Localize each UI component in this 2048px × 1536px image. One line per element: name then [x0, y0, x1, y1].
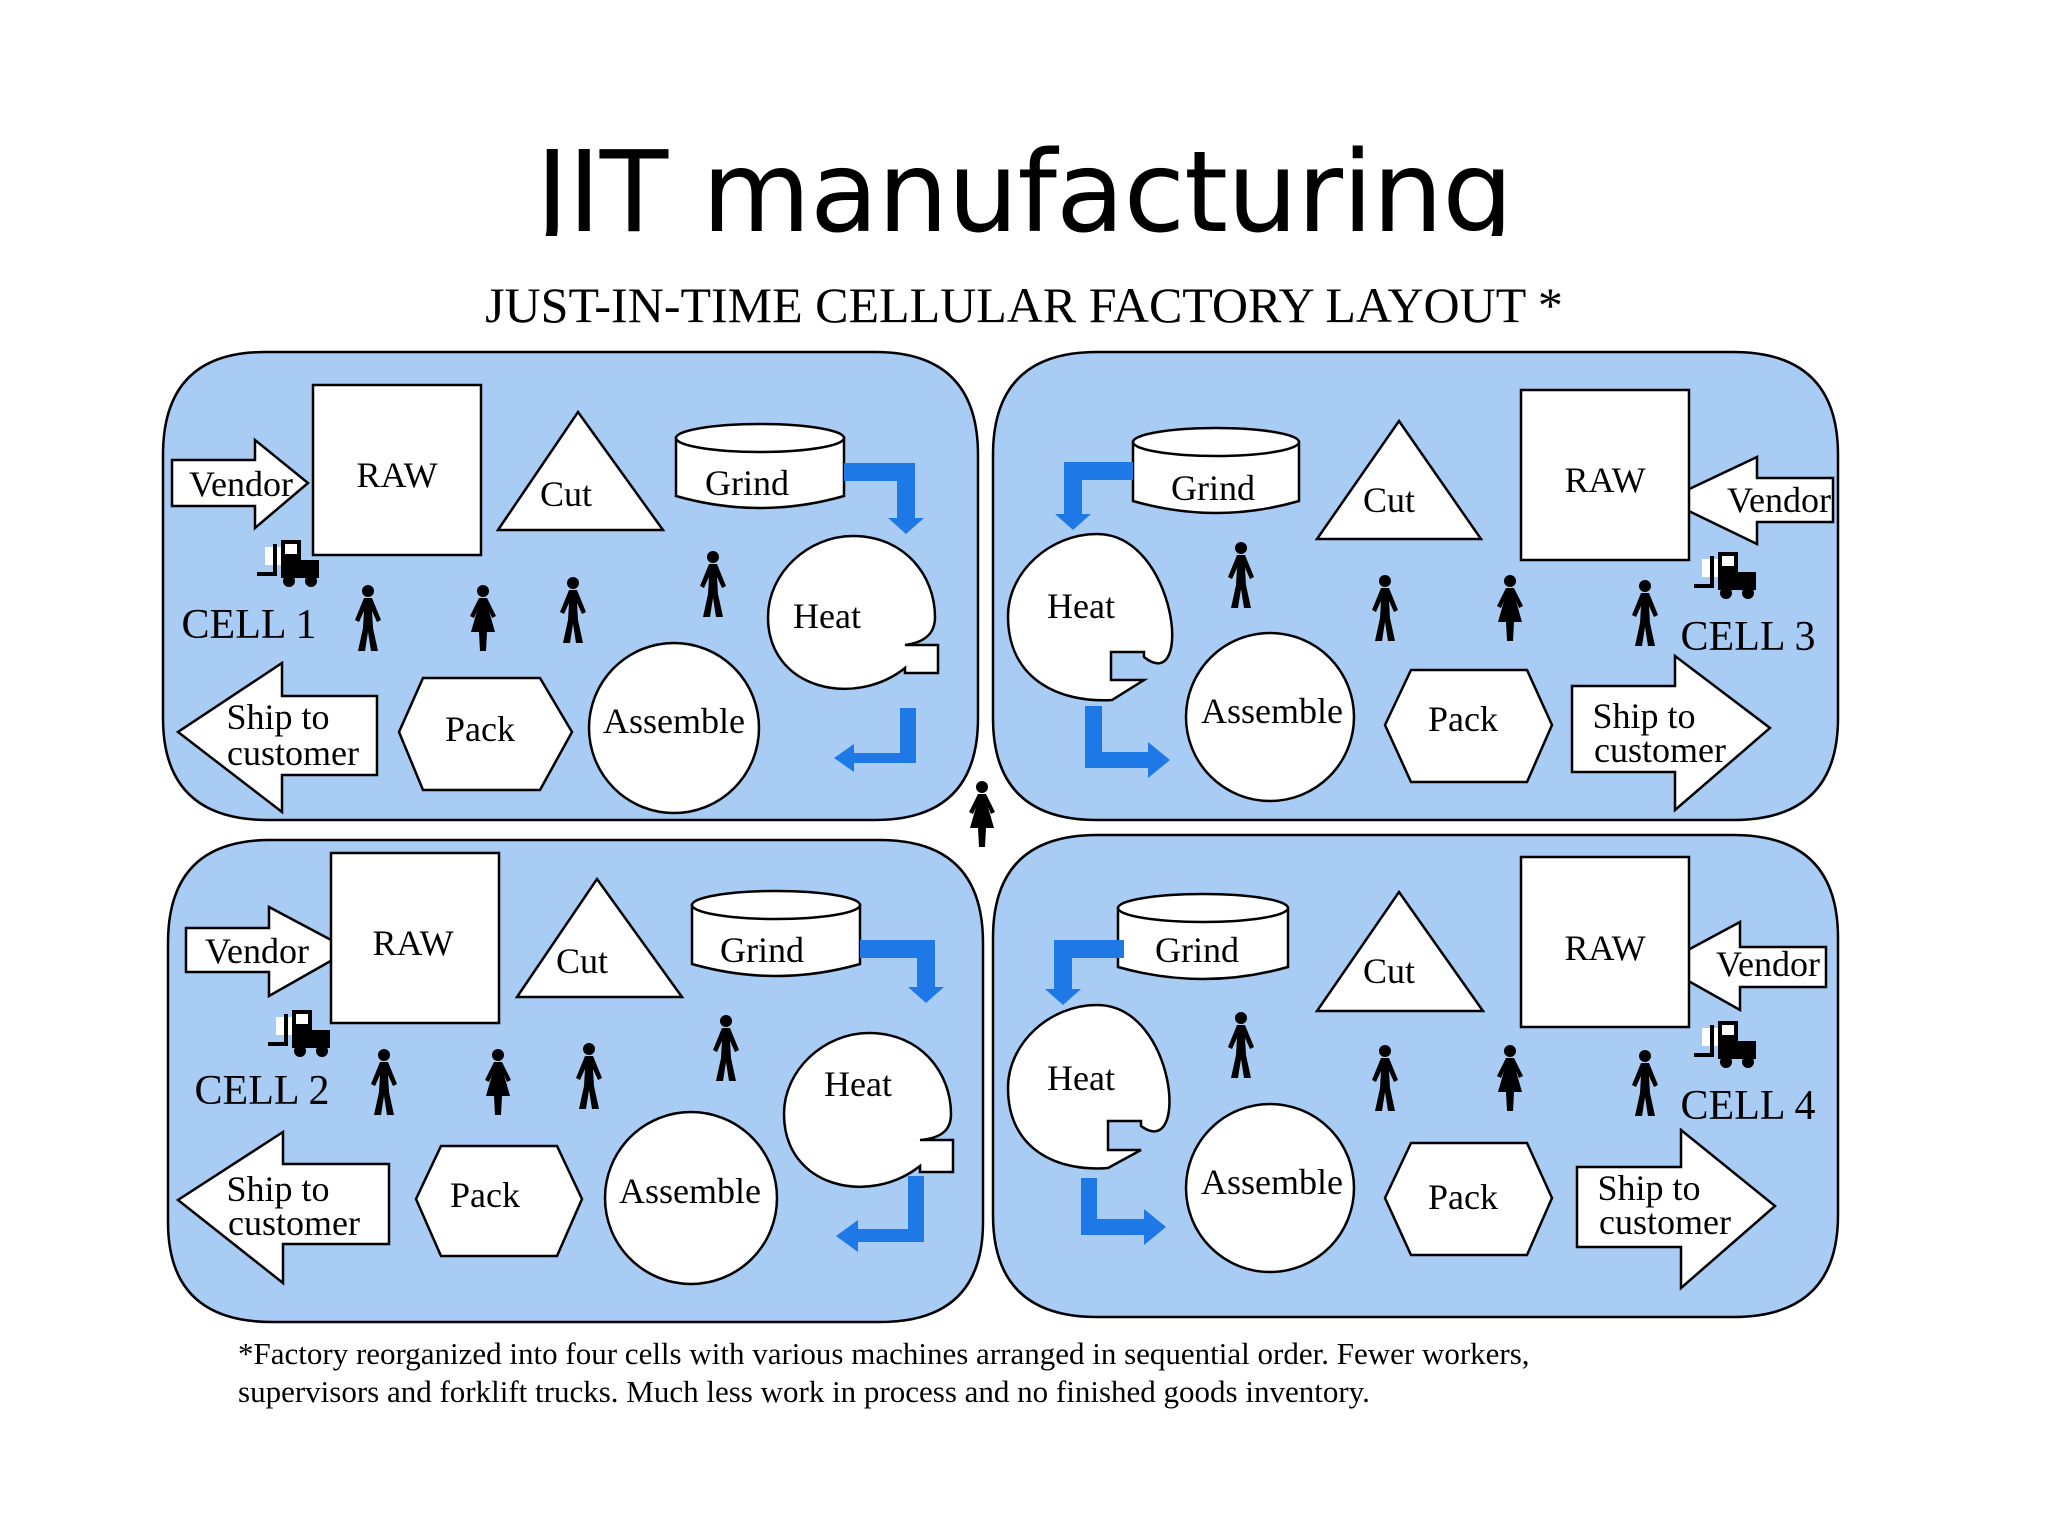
- pack-label: Pack: [1428, 1177, 1498, 1217]
- cut-triangle: [514, 876, 685, 999]
- flow-arrow-heat-assemble: [834, 708, 916, 772]
- pack-hexagon: [1383, 1141, 1554, 1257]
- worker-icon: [969, 781, 995, 847]
- flow-arrow-grind-heat: [1055, 462, 1133, 530]
- vendor-label: Vendor: [205, 931, 309, 971]
- heat-label: Heat: [1047, 586, 1115, 626]
- flow-arrow-grind-heat: [860, 940, 944, 1003]
- ship-arrow: [1570, 653, 1772, 813]
- ship-label-line1: Ship to: [226, 1169, 329, 1209]
- raw-label: RAW: [1564, 928, 1645, 968]
- cell-label: CELL 3: [1681, 614, 1816, 660]
- raw-label: RAW: [372, 923, 453, 963]
- raw-box: [311, 383, 483, 557]
- pack-label: Pack: [1428, 699, 1498, 739]
- flow-arrow-heat-assemble: [1085, 706, 1170, 778]
- slide-title: JIT manufacturing: [535, 128, 1514, 236]
- cut-label: Cut: [1363, 951, 1415, 991]
- ship-arrow: [175, 660, 379, 815]
- heat-label: Heat: [793, 596, 861, 636]
- grind-label: Grind: [1171, 468, 1255, 508]
- cell-1: [161, 350, 980, 822]
- grind-label: Grind: [720, 930, 804, 970]
- vendor-arrow: [1657, 919, 1828, 1013]
- cell-3: [991, 350, 1840, 822]
- ship-label-line1: Ship to: [1597, 1168, 1700, 1208]
- vendor-arrow: [1663, 455, 1835, 546]
- pack-hexagon: [397, 676, 574, 792]
- cell-label: CELL 1: [182, 602, 317, 648]
- ship-label-line1: Ship to: [226, 697, 329, 737]
- flow-arrow-grind-heat: [1045, 940, 1124, 1005]
- ship-label-line2: customer: [227, 733, 359, 773]
- ship-arrow: [1575, 1127, 1777, 1291]
- ship-arrow: [175, 1129, 391, 1286]
- cut-triangle: [495, 409, 666, 532]
- raw-box: [329, 851, 501, 1025]
- heat-shape: [1006, 532, 1174, 702]
- flow-arrow-heat-assemble: [1081, 1178, 1166, 1245]
- heat-shape: [1006, 1003, 1171, 1170]
- grind-top: [690, 889, 862, 921]
- grind-cylinder: [1131, 440, 1301, 515]
- vendor-label: Vendor: [1716, 944, 1820, 984]
- ship-label-line1: Ship to: [1592, 696, 1695, 736]
- raw-label: RAW: [356, 455, 437, 495]
- footnote-line-2: supervisors and forklift trucks. Much le…: [238, 1374, 1370, 1409]
- cut-triangle: [1314, 889, 1486, 1013]
- footnote-line-1: *Factory reorganized into four cells wit…: [238, 1336, 1530, 1371]
- pack-label: Pack: [445, 709, 515, 749]
- assemble-circle: [1184, 631, 1356, 803]
- heat-shape: [766, 534, 940, 690]
- pack-hexagon: [414, 1144, 584, 1258]
- cut-triangle: [1314, 418, 1484, 541]
- assemble-label: Assemble: [1201, 1162, 1343, 1202]
- ship-label-line2: customer: [1594, 730, 1726, 770]
- cell-2: [166, 838, 985, 1324]
- vendor-arrow: [184, 904, 353, 999]
- vendor-arrow: [170, 437, 310, 531]
- ship-label-line2: customer: [228, 1203, 360, 1243]
- grind-cylinder: [674, 436, 846, 510]
- assemble-label: Assemble: [619, 1171, 761, 1211]
- assemble-label: Assemble: [1201, 691, 1343, 731]
- raw-box: [1519, 855, 1691, 1029]
- grind-label: Grind: [1155, 930, 1239, 970]
- cell-4: [991, 833, 1840, 1319]
- grind-top: [1116, 892, 1290, 924]
- cut-label: Cut: [556, 941, 608, 981]
- assemble-circle: [1184, 1102, 1356, 1274]
- heat-shape: [782, 1031, 955, 1188]
- cell-label: CELL 2: [195, 1068, 330, 1114]
- vendor-label: Vendor: [1727, 480, 1831, 520]
- raw-box: [1519, 388, 1691, 562]
- grind-cylinder: [1116, 906, 1290, 981]
- assemble-circle: [603, 1110, 779, 1286]
- ship-label-line2: customer: [1599, 1202, 1731, 1242]
- cut-label: Cut: [540, 474, 592, 514]
- cut-label: Cut: [1363, 480, 1415, 520]
- vendor-label: Vendor: [189, 464, 293, 504]
- diagram-title: JUST-IN-TIME CELLULAR FACTORY LAYOUT *: [485, 277, 1563, 333]
- pack-hexagon: [1383, 668, 1554, 784]
- heat-label: Heat: [824, 1064, 892, 1104]
- assemble-circle: [587, 641, 761, 815]
- cell-label: CELL 4: [1681, 1083, 1816, 1129]
- heat-label: Heat: [1047, 1058, 1115, 1098]
- grind-top: [674, 422, 846, 454]
- pack-label: Pack: [450, 1175, 520, 1215]
- grind-top: [1131, 426, 1301, 458]
- flow-arrow-grind-heat: [844, 463, 924, 534]
- assemble-label: Assemble: [603, 701, 745, 741]
- grind-cylinder: [690, 903, 862, 978]
- grind-label: Grind: [705, 463, 789, 503]
- flow-arrow-heat-assemble: [836, 1176, 924, 1252]
- raw-label: RAW: [1564, 460, 1645, 500]
